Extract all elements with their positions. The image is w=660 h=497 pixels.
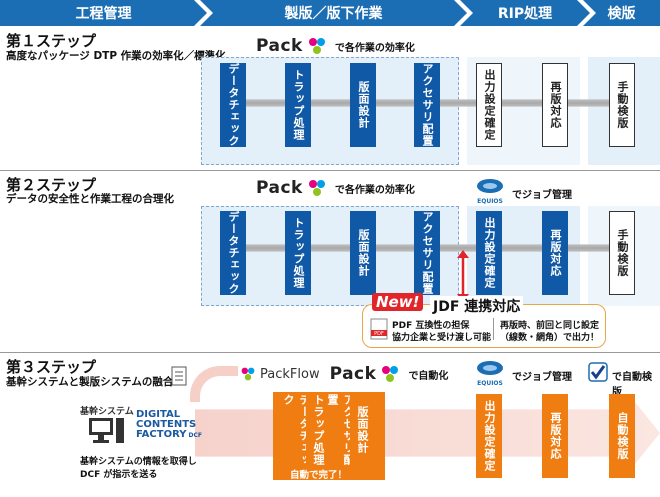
step3-subtitle: 基幹システムと製版システムの融合: [6, 376, 174, 388]
jdf-title: JDF 連携対応: [430, 296, 524, 316]
step3-box-layout: 版面設計: [350, 394, 374, 466]
step3-desc-line1: 基幹システムの情報を取得し: [80, 457, 197, 467]
step2-subtitle: データの安全性と作業工程の合理化: [6, 193, 174, 205]
step3-box-output: 出力設定確定: [476, 394, 502, 478]
step2-box-reprint: 再版対応: [542, 211, 568, 295]
divider: [0, 352, 660, 353]
header-label: 工程管理: [75, 6, 132, 22]
header-process-mgmt: 工程管理: [0, 0, 207, 26]
step1-box-output: 出力設定確定: [476, 63, 502, 147]
svg-text:PDF: PDF: [374, 331, 384, 337]
step3-equios-caption: でジョブ管理: [512, 372, 572, 383]
step3-box-data-check: データチェック: [282, 394, 311, 466]
pdf-icon: PDF: [370, 318, 388, 340]
step1-box-layout: 版面設計: [350, 63, 376, 147]
step1-box-reprint: 再版対応: [542, 63, 568, 147]
pack-caption: で各作業の効率化: [334, 184, 415, 196]
step1-title: 第１ステップ: [6, 32, 97, 50]
step2-title: 第２ステップ: [6, 176, 97, 194]
header-label: 検版: [607, 6, 636, 22]
equios-wordmark: EQUIOS: [477, 380, 503, 387]
step2-box-accessory: アクセサリ配置: [414, 211, 440, 295]
jdf-callout-divider: [493, 318, 494, 340]
packflow-wordmark: PackFlow: [260, 366, 320, 382]
kikan-label: 基幹システム: [80, 407, 134, 417]
pack-wordmark: Pack: [256, 36, 303, 56]
step3-auto-done: 自動で完了！: [290, 470, 348, 481]
new-badge: New!: [372, 293, 424, 311]
jdf-right-line1: 再版時、前回と同じ設定: [500, 321, 600, 331]
pack-wordmark: Pack: [329, 364, 377, 384]
document-icon: [171, 366, 187, 386]
step1-box-data-check: データチェック: [220, 63, 246, 147]
pack-caption: で自動化: [408, 370, 449, 382]
jdf-right-line2: （線数・網角）で出力！: [500, 333, 600, 343]
step3-box-accessory: アクセサリ配置: [326, 394, 355, 466]
step1-box-trap: トラップ処理: [285, 63, 311, 147]
header-rip: RIP処理: [460, 0, 590, 26]
dcf-line: CONTENTS: [136, 419, 197, 430]
pack-logo-icon: [308, 38, 325, 54]
dcf-line: DIGITAL: [136, 409, 181, 420]
divider: [0, 170, 660, 171]
step3-box-reprint: 再版対応: [542, 394, 568, 478]
step1-box-accessory: アクセサリ配置: [414, 63, 440, 147]
step1-pack-logo: Pack で各作業の効率化: [256, 36, 415, 56]
step3-packflow-logo: PackFlow Pack で自動化: [240, 364, 448, 384]
step3-box-inspection: 自動検版: [609, 394, 635, 478]
dcf-suffix: DCF: [188, 432, 202, 439]
pack-logo-icon: [308, 180, 325, 196]
header-platemaking: 製版／版下作業: [200, 0, 467, 26]
equios-logo-icon: [477, 179, 503, 193]
pack-caption: で各作業の効率化: [334, 42, 415, 54]
step2-box-inspection: 手動検版: [609, 211, 635, 295]
step3-box-trap: トラップ処理: [306, 394, 330, 466]
step3-flow-arrow: [195, 396, 660, 470]
pack-logo-icon: [241, 367, 255, 381]
header-label: RIP処理: [497, 6, 553, 22]
header-inspection: 検版: [583, 0, 660, 26]
step3-title: 第３ステップ: [6, 358, 97, 376]
step1-box-inspection: 手動検版: [609, 63, 635, 147]
jdf-left-line1: PDF 互換性の担保: [392, 321, 470, 331]
step3-auto-caption: で自動検版: [612, 372, 652, 398]
step2-pack-logo: Pack で各作業の効率化: [256, 178, 415, 198]
step3-desc-line2: DCF が指示を送る: [80, 470, 158, 480]
step2-box-trap: トラップ処理: [285, 211, 311, 295]
step1-dashed-frame: [201, 57, 459, 165]
computer-icon: [89, 418, 124, 443]
step3-curve-arrow: [190, 366, 238, 402]
step1-subtitle: 高度なパッケージ DTP 作業の効率化／標準化: [6, 50, 226, 62]
pack-logo-icon: [382, 366, 399, 382]
step3-equios-logo: EQUIOS: [472, 360, 508, 387]
equios-wordmark: EQUIOS: [477, 198, 503, 205]
dcf-line-text: FACTORY: [136, 429, 187, 440]
jdf-left-line2: 協力企業と受け渡し可能: [392, 333, 492, 343]
checkmark-icon: [588, 362, 608, 382]
step2-equios-caption: でジョブ管理: [512, 190, 572, 201]
jdf-link-arrow-icon: [457, 250, 469, 302]
step2-box-layout: 版面設計: [350, 211, 376, 295]
equios-logo-icon: [477, 361, 503, 375]
step2-equios-logo: EQUIOS: [472, 178, 508, 205]
pack-wordmark: Pack: [256, 178, 303, 198]
step2-box-output: 出力設定確定: [476, 211, 502, 295]
step2-box-data-check: データチェック: [220, 211, 246, 295]
header-label: 製版／版下作業: [284, 6, 383, 22]
